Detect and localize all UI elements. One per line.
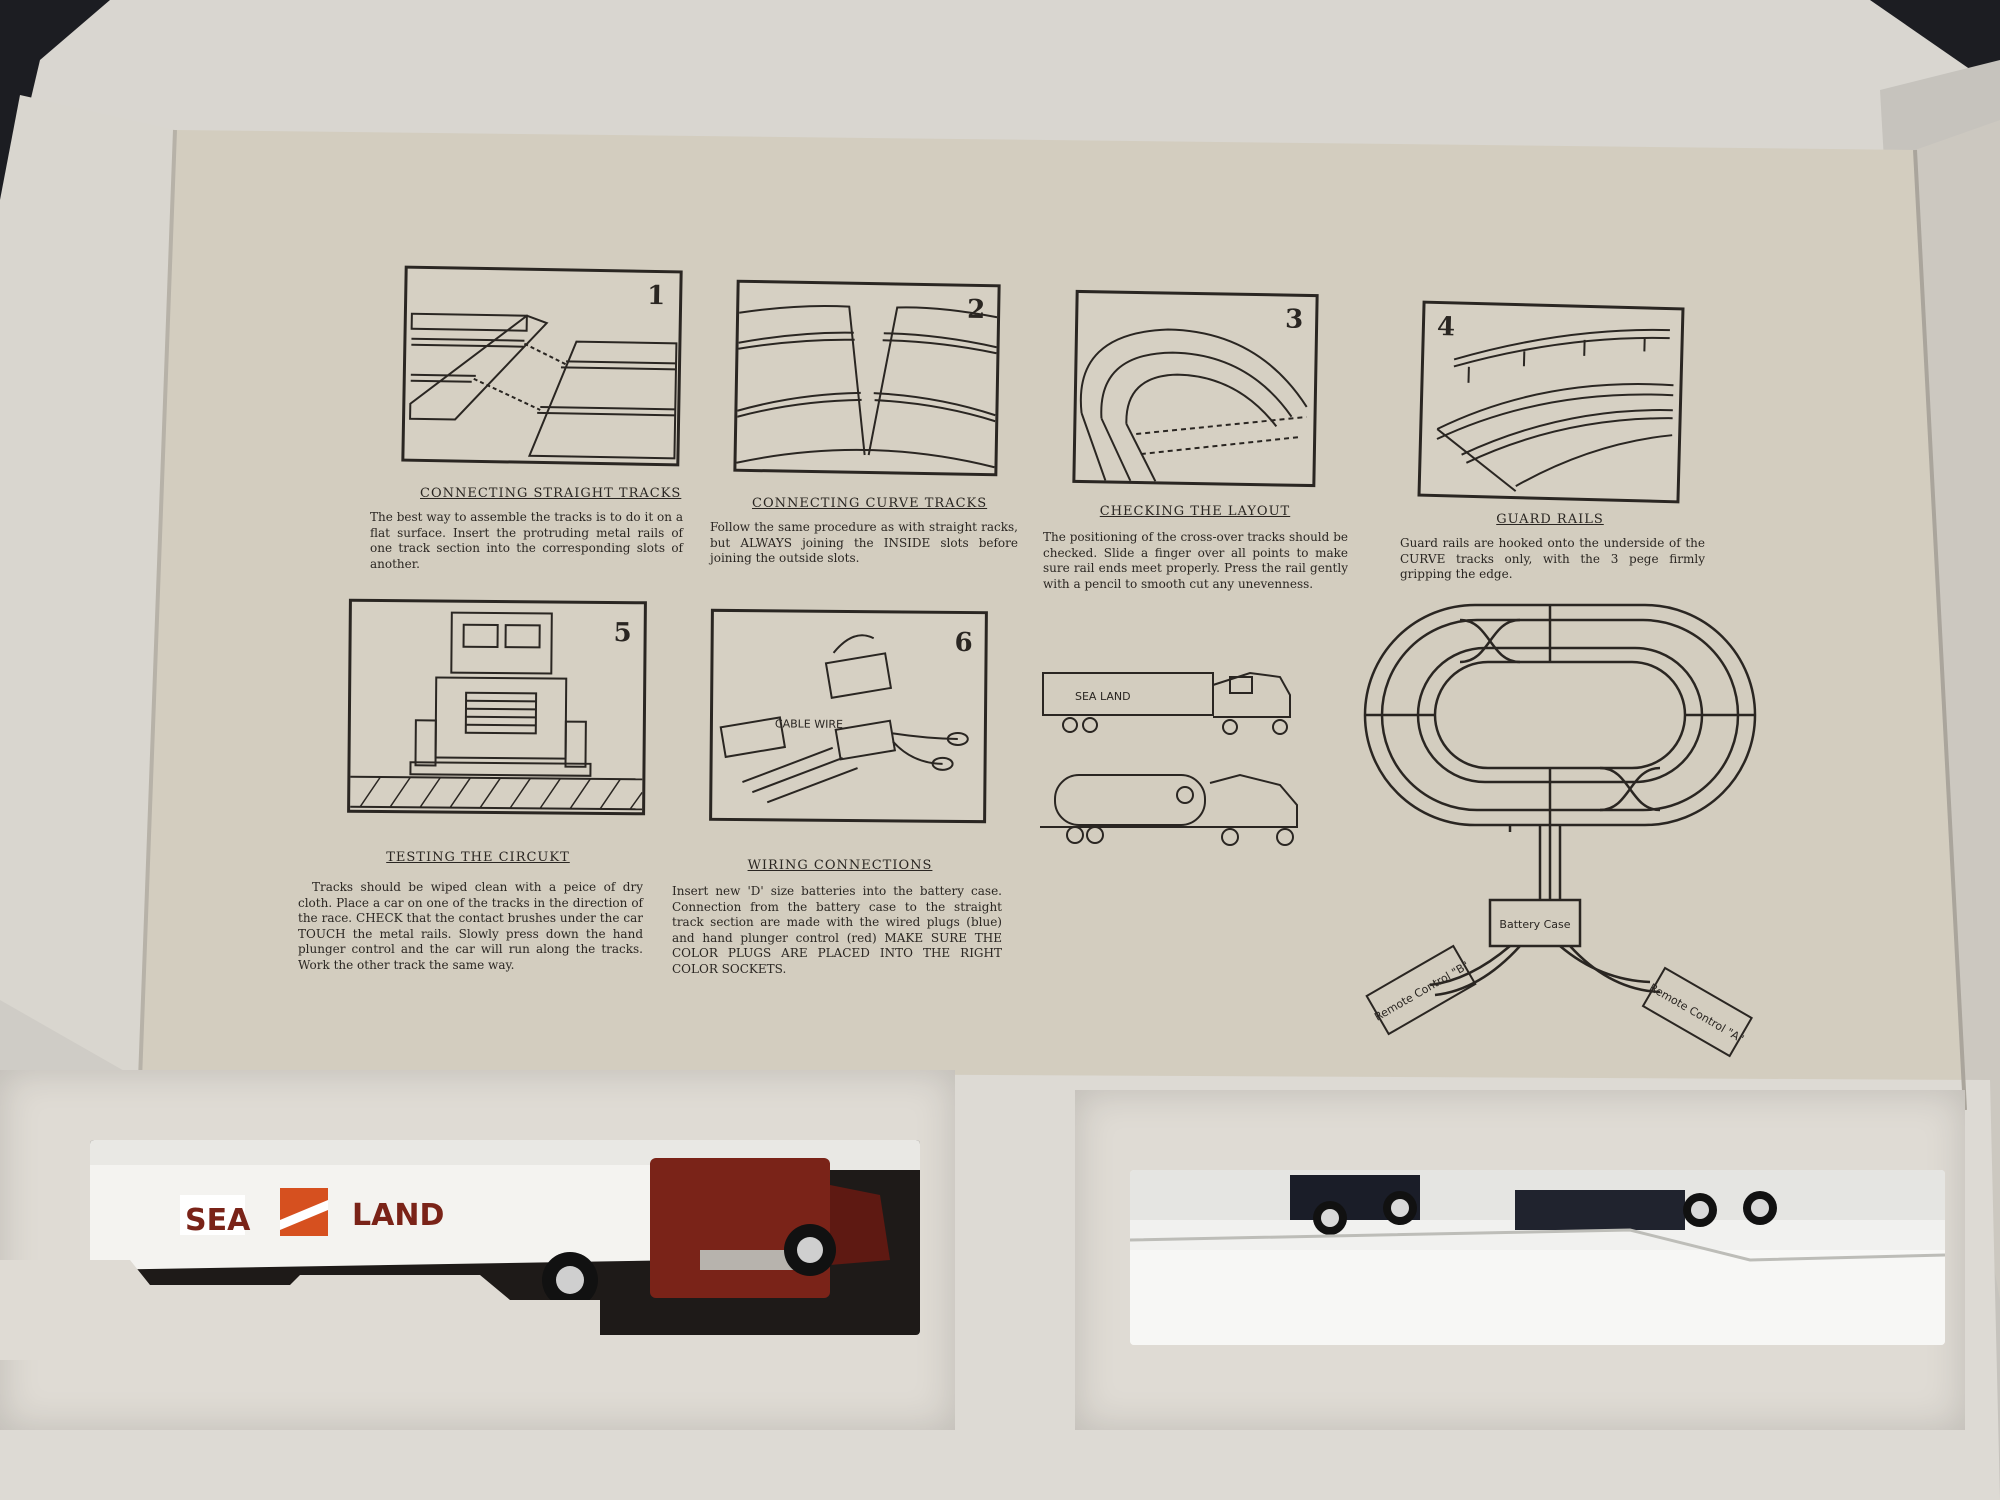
step-6-number: 6 bbox=[954, 627, 973, 659]
step-5-title: TESTING THE CIRCUKT bbox=[386, 850, 570, 865]
straight-track-drawing bbox=[409, 312, 678, 460]
truck-sketches: SEA LAND bbox=[1040, 671, 1298, 846]
black-truck bbox=[1130, 1170, 1945, 1345]
step-3-illustration: 3 bbox=[1072, 289, 1319, 488]
step-6-title: WIRING CONNECTIONS bbox=[747, 858, 933, 873]
wiring-drawing: CABLE WIRE bbox=[719, 634, 969, 804]
step-1-number: 1 bbox=[646, 280, 666, 312]
container-truck-sketch bbox=[1042, 671, 1291, 735]
step-3-title: CHECKING THE LAYOUT bbox=[1099, 504, 1291, 519]
step-2-title: CONNECTING CURVE TRACKS bbox=[752, 496, 988, 511]
step-4-text: Guard rails are hooked onto the undersid… bbox=[1400, 536, 1705, 581]
truck-logo-land: LAND bbox=[352, 1198, 444, 1233]
step-5-number: 5 bbox=[613, 618, 632, 649]
tanker-truck-sketch bbox=[1040, 773, 1298, 846]
crossover-layout-drawing bbox=[1079, 328, 1308, 482]
step-6-text: Insert new 'D' size batteries into the b… bbox=[672, 884, 1002, 976]
truck-logo-sea: SEA bbox=[185, 1203, 251, 1238]
sketch-trailer-logo: SEA LAND bbox=[1075, 690, 1131, 703]
step-3-number: 3 bbox=[1284, 304, 1304, 335]
step-6-illustration: 6 CABLE WIRE bbox=[709, 608, 988, 824]
truck-front-drawing bbox=[350, 611, 643, 811]
step-5-illustration: 5 bbox=[347, 598, 647, 816]
cable-wire-label: CABLE WIRE bbox=[775, 717, 843, 731]
step-1-illustration: 1 bbox=[401, 265, 683, 467]
left-tray-cutout bbox=[0, 1260, 600, 1360]
step-3-text: The positioning of the cross-over tracks… bbox=[1043, 530, 1348, 591]
step-2-number: 2 bbox=[966, 294, 986, 326]
step-4-illustration: 4 bbox=[1417, 300, 1685, 504]
right-window-black-truck bbox=[1130, 1170, 1945, 1345]
track-layout-diagram: Battery Case Remote Control "B" Remote C… bbox=[1363, 603, 1757, 1058]
guard-rail-drawing bbox=[1436, 328, 1674, 492]
step-4-number: 4 bbox=[1436, 311, 1456, 343]
step-1-title: CONNECTING STRAIGHT TRACKS bbox=[420, 486, 682, 501]
step-5-text: Tracks should be wiped clean with a peic… bbox=[298, 880, 643, 972]
step-4-title: GUARD RAILS bbox=[1496, 512, 1604, 527]
step-2-illustration: 2 bbox=[733, 279, 1001, 477]
battery-case-label: Battery Case bbox=[1499, 918, 1570, 931]
curve-track-drawing bbox=[736, 304, 998, 469]
step-1-text: The best way to assemble the tracks is t… bbox=[370, 510, 683, 571]
left-window-sealand-truck: SEA LAND bbox=[90, 1140, 920, 1335]
step-2-text: Follow the same procedure as with straig… bbox=[710, 520, 1018, 565]
sealand-truck: SEA LAND bbox=[90, 1140, 920, 1335]
